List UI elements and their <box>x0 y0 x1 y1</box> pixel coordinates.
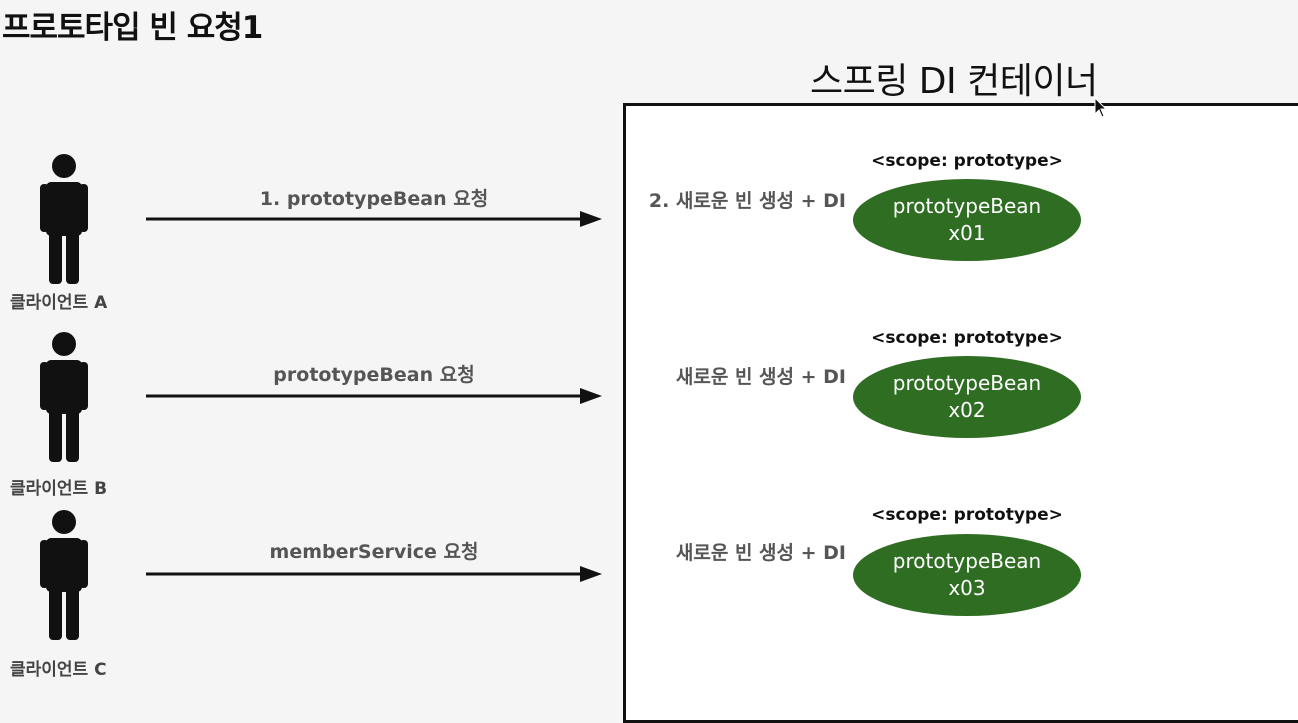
create-label-2: 새로운 빈 생성 + DI <box>675 366 846 388</box>
scope-label-3: <scope: prototype> <box>871 505 1063 525</box>
client-a-person-icon <box>40 154 88 284</box>
request-arrow-2 <box>146 388 602 404</box>
prototype-bean-x02: prototypeBean x02 <box>853 356 1081 438</box>
request-label-3: memberService 요청 <box>269 541 479 563</box>
page-title: 프로토타입 빈 요청1 <box>2 10 263 46</box>
bean-name: prototypeBean <box>892 371 1042 395</box>
bean-name: prototypeBean <box>892 194 1042 218</box>
client-c-label: 클라이언트 C <box>10 660 107 680</box>
diagram-slide: 프로토타입 빈 요청1 스프링 DI 컨테이너 클라이언트 A 1. proto… <box>2 10 1298 723</box>
request-arrow-3 <box>146 566 602 582</box>
prototype-bean-x01: prototypeBean x01 <box>853 179 1081 261</box>
bean-id: x03 <box>948 576 986 600</box>
scope-label-1: <scope: prototype> <box>871 151 1063 171</box>
request-label-1: 1. prototypeBean 요청 <box>259 188 489 210</box>
container-title: 스프링 DI 컨테이너 <box>810 61 1098 102</box>
client-b-label: 클라이언트 B <box>10 479 108 499</box>
create-label-1: 2. 새로운 빈 생성 + DI <box>648 190 846 212</box>
bean-name: prototypeBean <box>892 549 1042 573</box>
bean-id: x02 <box>948 398 986 422</box>
request-arrow-1 <box>146 211 602 227</box>
create-label-3: 새로운 빈 생성 + DI <box>675 542 846 564</box>
prototype-bean-x03: prototypeBean x03 <box>853 534 1081 616</box>
client-b-person-icon <box>40 332 88 462</box>
scope-label-2: <scope: prototype> <box>871 328 1063 348</box>
client-a-label: 클라이언트 A <box>10 293 108 313</box>
request-label-2: prototypeBean 요청 <box>273 364 475 386</box>
mouse-cursor-icon <box>1094 97 1108 118</box>
bean-id: x01 <box>948 221 986 245</box>
client-c-person-icon <box>40 510 88 640</box>
